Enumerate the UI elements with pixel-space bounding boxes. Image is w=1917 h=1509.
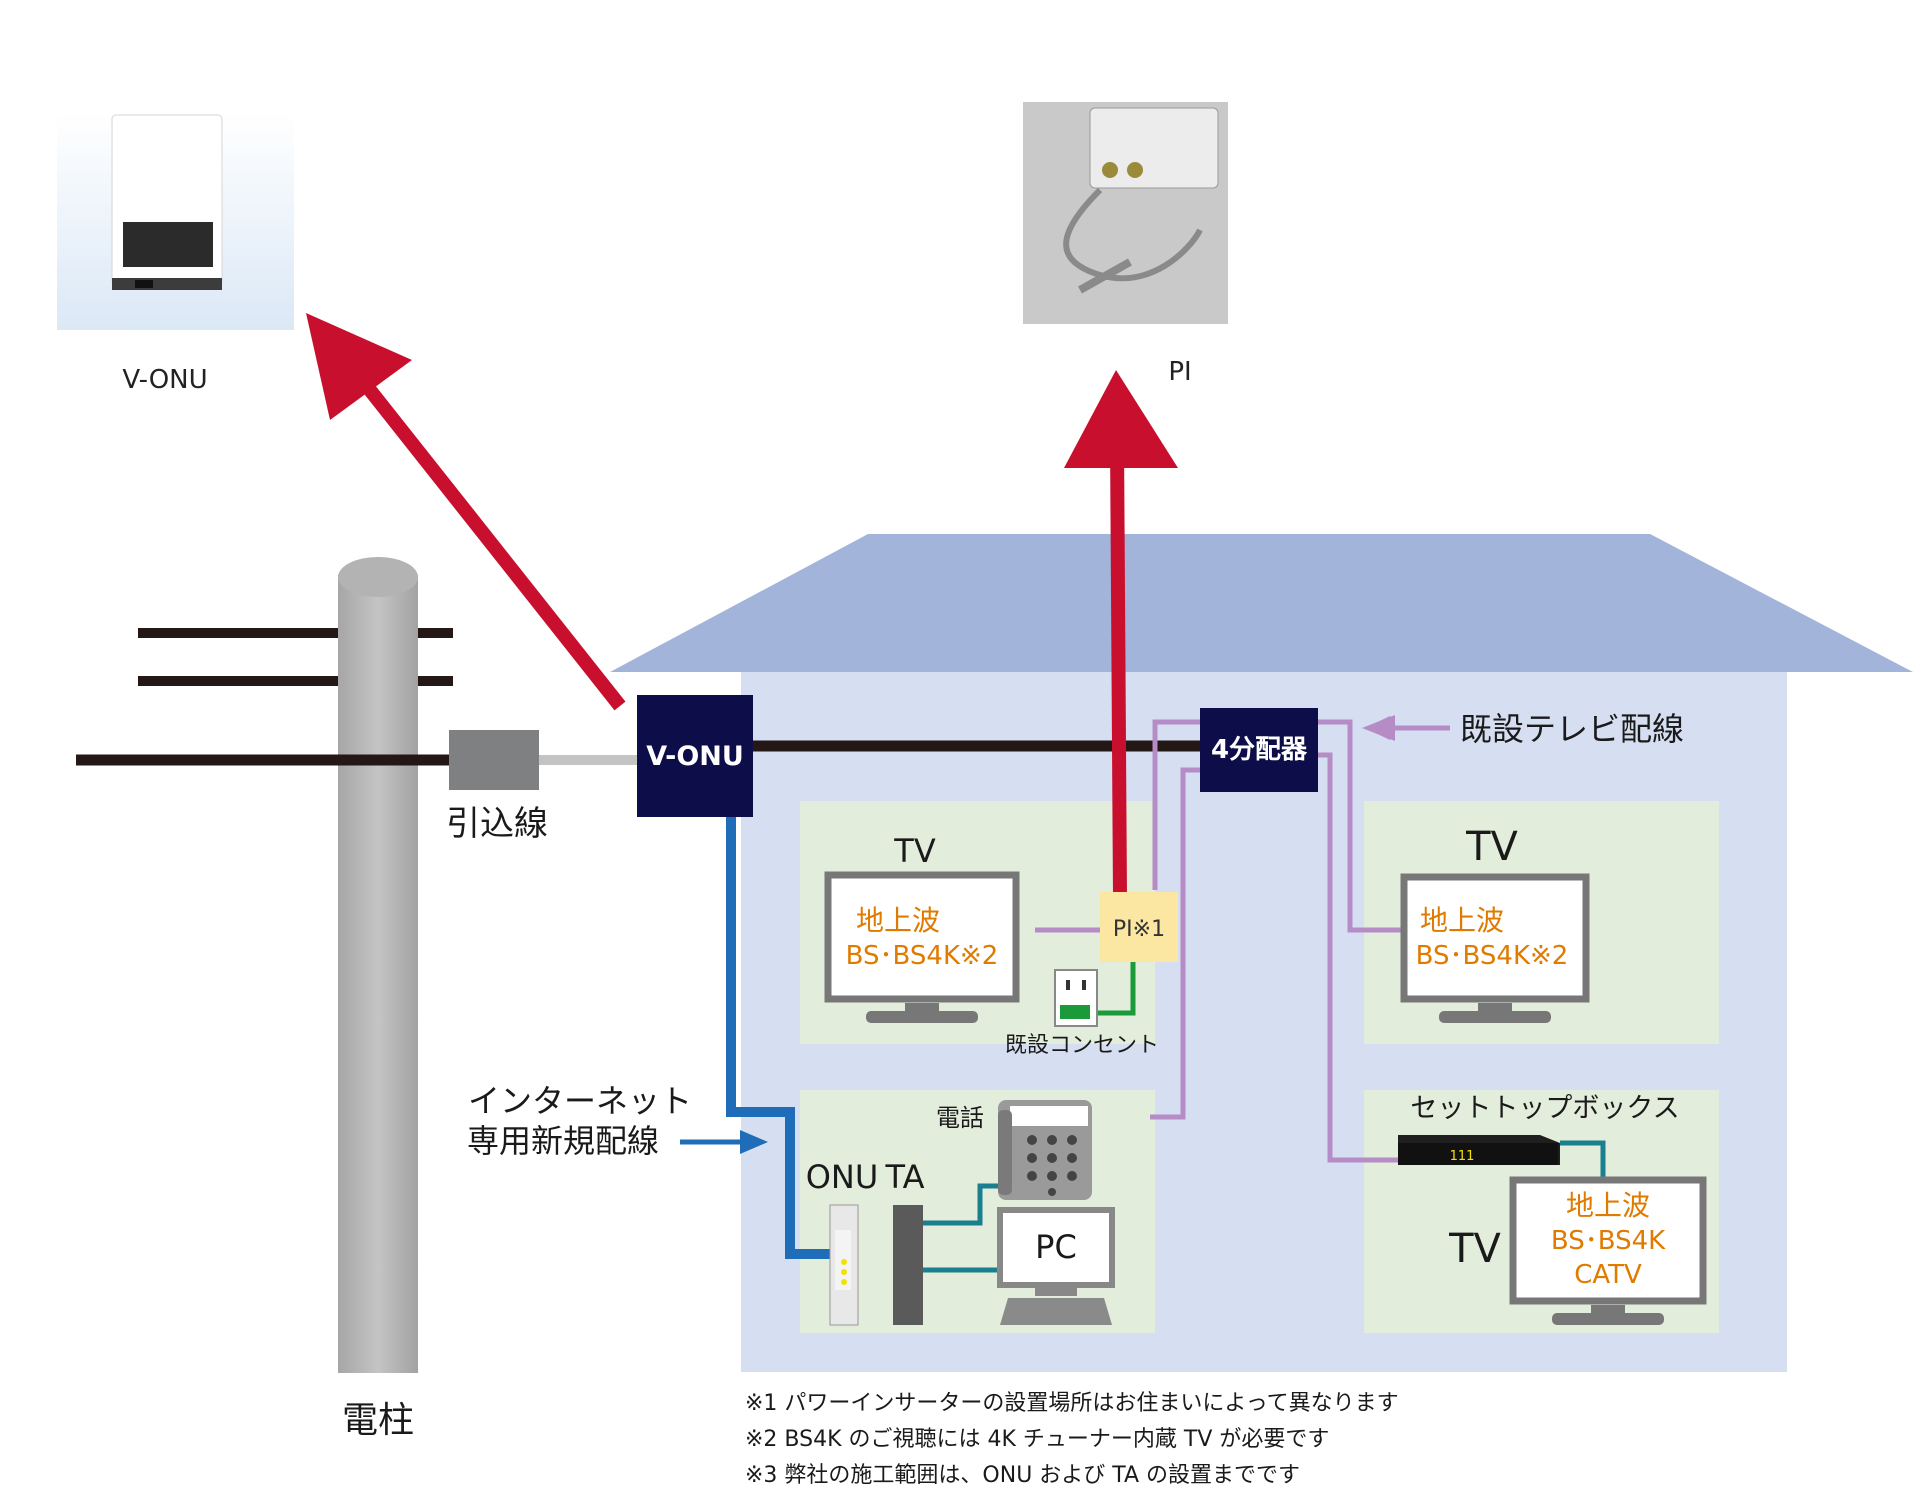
splitter-box (1200, 708, 1318, 792)
tv1-line2: BS･BS4K※2 (846, 941, 999, 971)
power-cable (1083, 960, 1136, 1016)
internet-wiring-label-2: 専用新規配線 (467, 1122, 659, 1160)
existing-outlet-label: 既設コンセント (1005, 1033, 1159, 1058)
house-roof (610, 534, 1913, 672)
tap-box (449, 730, 539, 790)
vonu-box (637, 695, 753, 817)
pole-label: 電柱 (342, 1400, 414, 1441)
phone-icon (998, 1100, 1092, 1200)
pc-icon (997, 1207, 1115, 1325)
tv2-monitor (1400, 873, 1590, 1023)
phone-label: 電話 (936, 1104, 984, 1132)
tv2-line2: BS･BS4K※2 (1416, 941, 1569, 971)
tv3-line2: BS･BS4K (1551, 1226, 1666, 1256)
footnote-1: ※1 パワーインサーターの設置場所はお住まいによって異なります (745, 1391, 1399, 1416)
pi-photo-caption: PI (1168, 357, 1191, 387)
stb-device (1398, 1135, 1560, 1165)
utility-pole-top (338, 557, 418, 597)
internet-cable (726, 812, 838, 1259)
onu-device (829, 1204, 859, 1326)
power-outlet (1054, 969, 1098, 1027)
vonu-photo (57, 112, 294, 330)
existing-tv-wiring-label: 既設テレビ配線 (1460, 710, 1684, 748)
tv3-title: TV (1448, 1226, 1501, 1272)
internet-arrow-head (740, 1130, 768, 1154)
vonu-box-label: V-ONU (646, 741, 744, 772)
pi-box-label: PI※1 (1113, 917, 1165, 942)
onu-label: ONU (806, 1158, 879, 1196)
ta-device (893, 1205, 923, 1325)
arrow-to-vonu (306, 313, 626, 711)
tv2-line1: 地上波 (1420, 904, 1504, 937)
footnote-2: ※2 BS4K のご視聴には 4K チューナー内蔵 TV が必要です (745, 1427, 1329, 1452)
tv3-line3: CATV (1574, 1260, 1642, 1290)
arrow-to-pi (1064, 370, 1178, 899)
existing-wiring-arrowhead (1362, 715, 1395, 741)
splitter-box-label: 4分配器 (1211, 735, 1308, 765)
tv3-line1: 地上波 (1566, 1189, 1650, 1222)
internet-wiring-label-1: インターネット (468, 1082, 692, 1120)
pc-label: PC (1035, 1228, 1077, 1266)
footnote-3: ※3 弊社の施工範囲は、ONU および TA の設置までです (745, 1463, 1300, 1488)
stb-label: セットトップボックス (1410, 1093, 1679, 1124)
tv1-monitor (824, 871, 1020, 1023)
pi-box (1100, 892, 1178, 962)
utility-pole (338, 575, 418, 1373)
ta-label: TA (885, 1158, 925, 1196)
tv3-monitor (1509, 1176, 1707, 1325)
pi-photo (1023, 102, 1228, 324)
lan-cables (920, 1140, 1606, 1273)
tv2-title: TV (1465, 824, 1518, 870)
tv1-title: TV (893, 832, 936, 870)
stb-display: 111 (1450, 1149, 1475, 1164)
dropline-label: 引込線 (446, 804, 548, 844)
vonu-photo-caption: V-ONU (122, 365, 207, 395)
tv1-line1: 地上波 (856, 904, 940, 937)
